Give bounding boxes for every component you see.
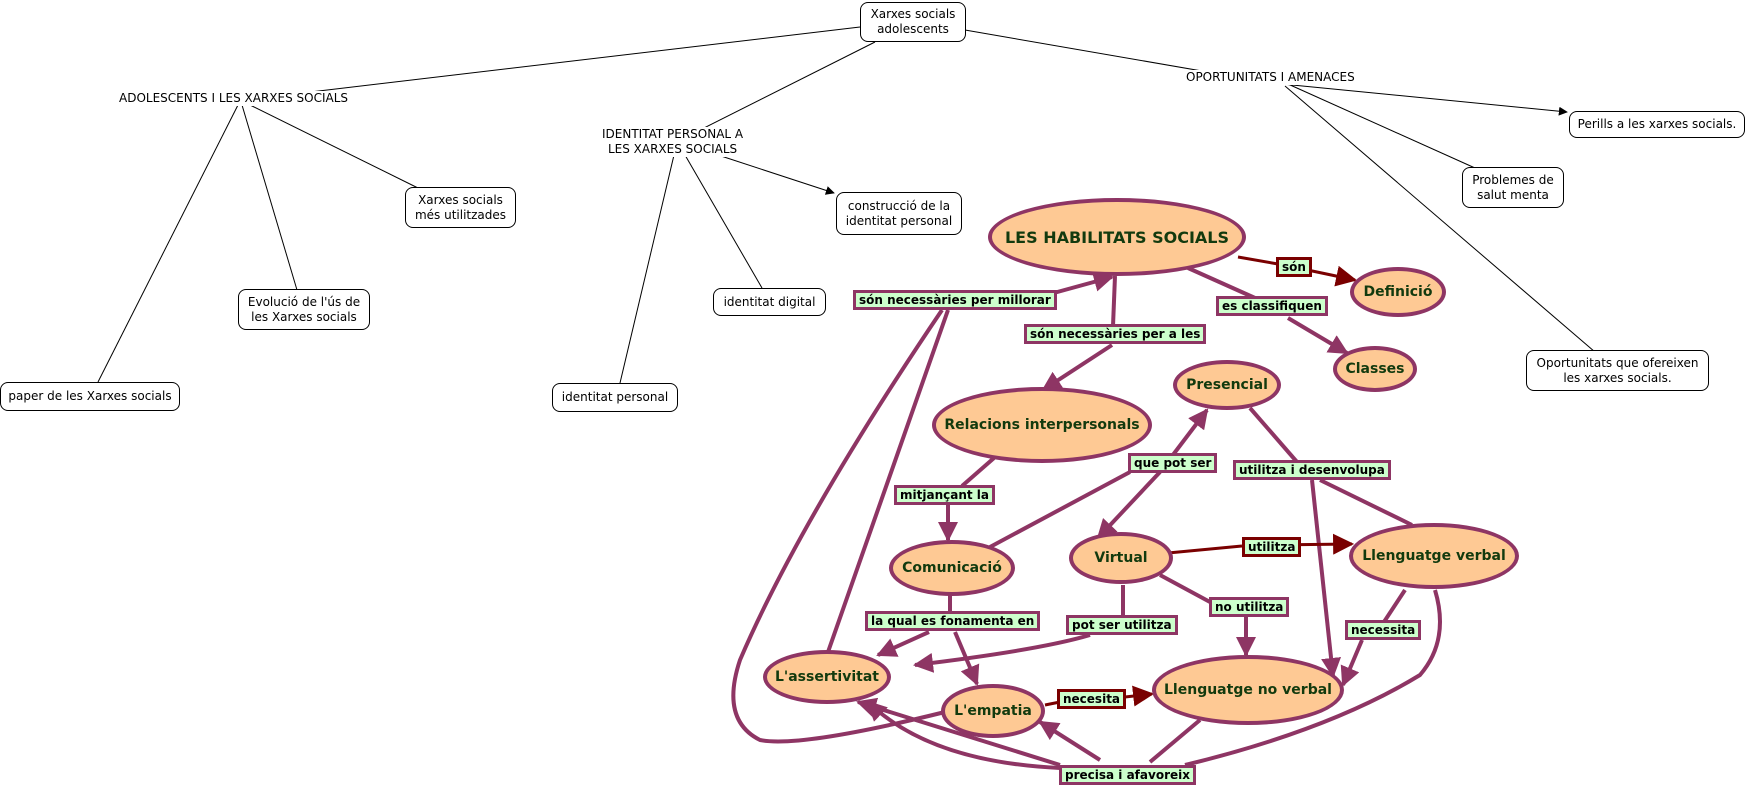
concept-relacions-interpersonals[interactable]: Relacions interpersonals xyxy=(932,387,1152,463)
leaf-identitat-personal[interactable]: identitat personal xyxy=(552,383,678,412)
link-utilitza-i-desenvolupa[interactable]: utilitza i desenvolupa xyxy=(1233,460,1391,480)
edge xyxy=(913,633,1091,673)
concept-presencial[interactable]: Presencial xyxy=(1173,360,1281,410)
leaf-paper[interactable]: paper de les Xarxes socials xyxy=(0,382,180,411)
edge xyxy=(1038,720,1102,762)
edge xyxy=(1159,573,1211,604)
topic-identitat[interactable]: IDENTITAT PERSONAL A LES XARXES SOCIALS xyxy=(600,127,746,157)
edge xyxy=(1184,589,1442,767)
edge xyxy=(866,700,1061,770)
leaf-identitat-digital[interactable]: identitat digital xyxy=(713,288,826,316)
link-la-qual-es-fonamenta[interactable]: la qual es fonamenta en xyxy=(865,611,1041,631)
link-es-classifiquen[interactable]: es classifiquen xyxy=(1216,296,1328,316)
leaf-oportunitats[interactable]: Oportunitats que ofereixen les xarxes so… xyxy=(1526,350,1709,391)
concept-definicio[interactable]: Definició xyxy=(1350,267,1446,317)
edge xyxy=(1281,83,1568,116)
edge xyxy=(284,26,861,96)
link-son-necessaries-per-a-les[interactable]: són necessàries per a les xyxy=(1024,324,1207,344)
edge xyxy=(1310,479,1342,678)
link-son[interactable]: són xyxy=(1276,257,1312,277)
edge xyxy=(1319,478,1413,527)
edge xyxy=(1096,470,1162,540)
link-mitjancant-la[interactable]: mitjançant la xyxy=(894,485,995,505)
edge xyxy=(1286,316,1349,355)
edge xyxy=(1284,85,1596,353)
edge xyxy=(1041,343,1114,392)
edge xyxy=(1248,406,1299,464)
edge xyxy=(717,154,835,195)
edge xyxy=(1124,685,1155,707)
leaf-problemes-salut[interactable]: Problemes de salut menta xyxy=(1462,167,1564,208)
edge xyxy=(699,41,876,131)
concept-classes[interactable]: Classes xyxy=(1333,346,1417,392)
edge xyxy=(964,29,1226,76)
root-node[interactable]: Xarxes socials adolescents xyxy=(860,2,966,42)
edge xyxy=(249,104,419,189)
edge xyxy=(1111,275,1117,327)
edge xyxy=(241,104,298,291)
link-no-utilitza[interactable]: no utilitza xyxy=(1209,597,1290,617)
topic-adolescents[interactable]: ADOLESCENTS I LES XARXES SOCIALS xyxy=(117,91,351,106)
edge xyxy=(1167,544,1243,555)
leaf-perills[interactable]: Perills a les xarxes socials. xyxy=(1569,111,1745,138)
edge xyxy=(826,309,950,653)
concept-virtual[interactable]: Virtual xyxy=(1069,532,1173,584)
edge xyxy=(619,154,675,384)
concept-habilitats-socials[interactable]: LES HABILITATS SOCIALS xyxy=(988,198,1246,276)
leaf-evolucio[interactable]: Evolució de l'ús de les Xarxes socials xyxy=(238,289,370,330)
edge xyxy=(1049,272,1114,296)
edge xyxy=(1287,83,1476,169)
concept-assertivitat[interactable]: L'assertivitat xyxy=(763,650,891,704)
edge xyxy=(731,308,946,744)
edge xyxy=(876,630,930,657)
concept-llenguatge-no-verbal[interactable]: Llenguatge no verbal xyxy=(1152,655,1344,725)
link-que-pot-ser[interactable]: que pot ser xyxy=(1128,453,1218,473)
concept-comunicacio[interactable]: Comunicació xyxy=(889,540,1015,596)
edge xyxy=(97,104,239,383)
link-precisa-i-afavoreix[interactable]: precisa i afavoreix xyxy=(1059,765,1196,785)
edge xyxy=(989,470,1131,549)
leaf-construccio[interactable]: construcció de la identitat personal xyxy=(836,192,962,235)
topic-oportunitats[interactable]: OPORTUNITATS I AMENACES xyxy=(1184,70,1357,85)
edge xyxy=(1148,718,1202,764)
leaf-xarxes-mes-utilitzades[interactable]: Xarxes socials més utilitzades xyxy=(405,187,516,228)
edge xyxy=(1340,639,1364,687)
link-necesita[interactable]: necesita xyxy=(1057,689,1127,709)
link-son-necessaries-millorar[interactable]: són necessàries per millorar xyxy=(853,290,1057,310)
edge xyxy=(953,631,980,686)
edge xyxy=(1237,255,1279,266)
link-utilitza[interactable]: utilitza xyxy=(1242,537,1302,557)
edge xyxy=(684,154,763,289)
concept-empatia[interactable]: L'empatia xyxy=(941,684,1045,738)
edge xyxy=(960,456,996,488)
link-necessita[interactable]: necessita xyxy=(1345,620,1422,640)
concept-llenguatge-verbal[interactable]: Llenguatge verbal xyxy=(1349,523,1519,589)
link-pot-ser-utilitza[interactable]: pot ser utilitza xyxy=(1066,615,1178,635)
